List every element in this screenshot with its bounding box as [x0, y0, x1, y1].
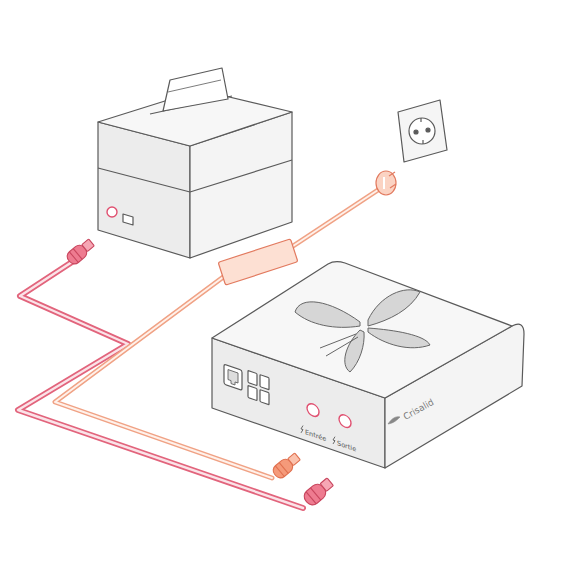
power-in-port [307, 402, 319, 418]
usb-port [248, 385, 257, 400]
socket-earth [422, 140, 423, 144]
logo-wing [295, 302, 360, 328]
printer-seam [98, 160, 292, 192]
rj-connector [65, 237, 96, 266]
plug-gap [383, 177, 385, 189]
connector-ring [73, 249, 82, 260]
wall-socket [398, 100, 447, 162]
cable-outline [284, 190, 378, 252]
plug-pin [390, 184, 396, 188]
printer-slot [123, 214, 133, 225]
cable-core [18, 262, 303, 508]
printer-port [107, 207, 117, 217]
ethernet-port [224, 364, 242, 390]
port-panel [224, 362, 351, 450]
bolt-icon [301, 425, 303, 434]
brand-icon [388, 417, 400, 424]
ethernet-socket [228, 370, 238, 386]
power-plug [376, 171, 396, 195]
box-top [212, 262, 512, 398]
power-connector [271, 451, 302, 480]
socket-hole [414, 130, 418, 134]
plug-pin [389, 172, 395, 176]
usb-port [260, 390, 269, 405]
crisalid-box [212, 262, 524, 468]
cable-core [55, 272, 272, 478]
socket-well [409, 118, 435, 144]
connector-tip [82, 239, 95, 252]
connector-ring [311, 488, 321, 500]
power-adapter [218, 239, 298, 285]
red-cable [18, 262, 303, 508]
cable-outline [18, 262, 303, 508]
logo-stem [320, 334, 358, 356]
cable-outline [55, 272, 272, 478]
socket-earth [420, 118, 421, 122]
usb-port [248, 370, 257, 385]
paper-fold [168, 80, 221, 92]
rj-connector [301, 476, 335, 508]
connector-ring [279, 463, 288, 474]
logo-wing [345, 330, 364, 372]
connector-tip [320, 478, 333, 491]
bolt-icon [333, 436, 335, 445]
socket-plate [398, 100, 447, 162]
logo-wing [368, 290, 420, 326]
plug-body [376, 171, 396, 195]
paper-sheet [163, 68, 228, 111]
connector-tip [288, 453, 301, 466]
power-out-port [339, 413, 351, 429]
receipt-printer [98, 68, 292, 258]
socket-hole [426, 128, 430, 132]
adapter-body [218, 239, 298, 285]
cable-core [284, 190, 378, 252]
logo-wing [368, 328, 430, 348]
butterfly-logo [295, 290, 430, 372]
usb-port [260, 375, 269, 390]
